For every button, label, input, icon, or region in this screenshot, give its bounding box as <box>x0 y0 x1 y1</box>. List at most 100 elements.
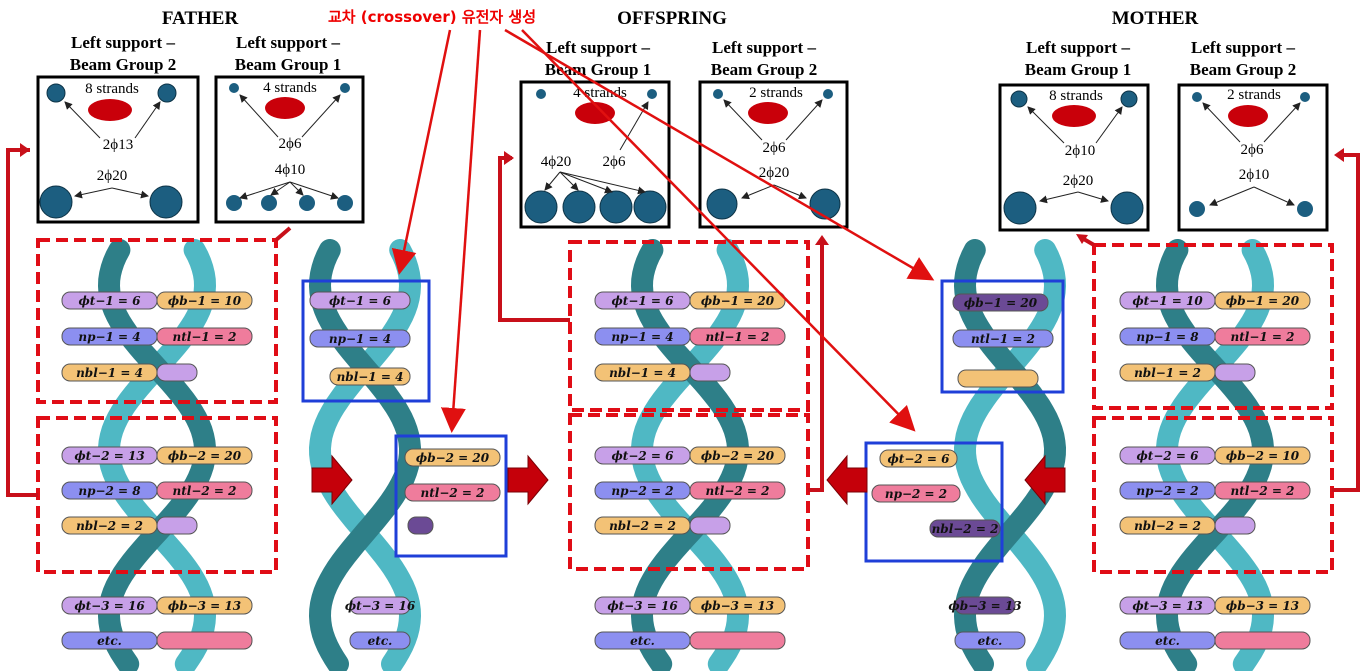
svg-text:Beam Group 2: Beam Group 2 <box>1190 60 1296 79</box>
gene-bar-label: etc. <box>978 634 1003 648</box>
gene-bar-label: ϕt−3 = 13 <box>1132 599 1202 613</box>
svg-text:8 strands: 8 strands <box>1049 88 1103 104</box>
helix-strand <box>308 239 422 671</box>
svg-text:Left support –: Left support – <box>71 33 175 52</box>
gene-bar-label: ϕt−2 = 6 <box>887 452 950 466</box>
gene-bar-label: ntl−1 = 2 <box>173 330 237 344</box>
svg-text:Beam Group 1: Beam Group 1 <box>1025 60 1131 79</box>
svg-text:Left support –: Left support – <box>1026 38 1130 57</box>
gene-bar <box>1214 327 1311 346</box>
gene-bar-label: ϕb−3 = 13 <box>1226 599 1299 613</box>
svg-text:Left support –: Left support – <box>1191 38 1295 57</box>
gene-bar-label: ϕb−2 = 20 <box>701 449 775 463</box>
gene-bar-label: np−1 = 4 <box>611 330 673 344</box>
gene-bar-label: ntl−1 = 2 <box>706 330 770 344</box>
gene-bar-label: ϕt−3 = 16 <box>607 599 678 613</box>
mother-heading: MOTHER <box>1112 8 1199 29</box>
gene-bar-label: ϕb−1 = 10 <box>168 294 242 308</box>
gene-bar <box>1214 596 1311 615</box>
svg-text:2ϕ20: 2ϕ20 <box>97 168 127 184</box>
gene-bar-label: ntl−2 = 2 <box>173 484 237 498</box>
svg-text:4 strands: 4 strands <box>263 80 317 96</box>
gene-bar-label: ntl−2 = 2 <box>1231 484 1295 498</box>
gene-bar <box>404 483 501 502</box>
section-mother-group2: 2 strands 2ϕ6 2ϕ10 <box>1177 83 1329 232</box>
gene-bar <box>156 291 253 310</box>
gene-bar-label: ϕt−1 = 10 <box>1132 294 1203 308</box>
gene-bar-label: ϕt−2 = 6 <box>611 449 674 463</box>
svg-text:2ϕ20: 2ϕ20 <box>1063 173 1093 189</box>
gene-bar-label: etc. <box>368 634 393 648</box>
gene-bar <box>929 519 1001 538</box>
gene-bar-label: ϕt−1 = 6 <box>329 294 392 308</box>
gene-bar-label: np−1 = 8 <box>1136 330 1199 344</box>
gene-bar-label: etc. <box>630 634 655 648</box>
group-headings: Left support – Beam Group 2 Left support… <box>70 33 1296 79</box>
svg-text:2ϕ6: 2ϕ6 <box>603 154 626 170</box>
gene-bar <box>689 481 786 500</box>
gene-bar-label: ϕt−3 = 16 <box>345 599 416 613</box>
gene-bar <box>689 291 786 310</box>
gene-bar-label: ntl−1 = 2 <box>1231 330 1295 344</box>
gene-bar-label: ϕb−2 = 20 <box>168 449 242 463</box>
helix-strand <box>953 239 1067 671</box>
gene-bar <box>1214 446 1311 465</box>
gene-bar-label: ϕt−3 = 16 <box>74 599 145 613</box>
crossover-pointer-arrows <box>391 28 935 433</box>
gene-bar <box>1214 631 1311 650</box>
gene-bar <box>407 516 434 535</box>
svg-text:Left support –: Left support – <box>712 38 816 57</box>
svg-text:4 strands: 4 strands <box>573 85 627 101</box>
gene-bar <box>689 631 786 650</box>
gene-bar <box>689 516 731 535</box>
gene-bar-label: np−1 = 4 <box>329 332 391 346</box>
gene-bar-label: etc. <box>97 634 122 648</box>
section-mother-group1: 8 strands 2ϕ10 2ϕ20 <box>998 83 1150 232</box>
transfer-arrows <box>311 454 1066 506</box>
gene-bar-label: ϕt−1 = 6 <box>611 294 674 308</box>
gene-bar <box>309 329 411 348</box>
gene-bar-label: np−2 = 2 <box>1136 484 1198 498</box>
gene-bar-label: nbl−2 = 2 <box>1134 519 1201 533</box>
red-connectors <box>6 143 1360 497</box>
gene-bar-label: nbl−1 = 2 <box>1134 366 1201 380</box>
gene-bar-label: np−2 = 2 <box>885 487 947 501</box>
dna-helices: ϕt−1 = 6 ϕb−1 = 10 np−1 = 4 ntl−1 = 2 nbl−1 … <box>61 239 1311 671</box>
gene-bar <box>689 363 731 382</box>
gene-bar <box>404 448 501 467</box>
gene-bar-label: ϕb−2 = 10 <box>1226 449 1300 463</box>
gene-bar <box>1214 291 1311 310</box>
gene-bar-label: etc. <box>1155 634 1180 648</box>
svg-text:Left support –: Left support – <box>236 33 340 52</box>
gene-bar <box>1214 481 1311 500</box>
gene-bar-label: nbl−1 = 4 <box>609 366 676 380</box>
gene-bar <box>156 481 253 500</box>
gene-bar-label: nbl−2 = 2 <box>76 519 143 533</box>
helix-strand <box>953 239 1067 671</box>
gene-bar <box>349 631 411 650</box>
gene-bar-label: np−2 = 8 <box>78 484 141 498</box>
gene-bar-label: ϕb−2 = 20 <box>416 451 490 465</box>
gene-bar <box>156 363 198 382</box>
svg-text:Beam Group 1: Beam Group 1 <box>545 60 651 79</box>
gene-bar <box>952 329 1054 348</box>
svg-text:2ϕ6: 2ϕ6 <box>279 136 302 152</box>
gene-bar <box>957 369 1039 388</box>
svg-text:2ϕ6: 2ϕ6 <box>763 140 786 156</box>
gene-bar <box>689 446 786 465</box>
gene-bar <box>156 446 253 465</box>
gene-bar <box>329 367 411 386</box>
gene-bar-label: ntl−1 = 2 <box>971 332 1035 346</box>
svg-text:4ϕ20: 4ϕ20 <box>541 154 571 170</box>
svg-text:4ϕ10: 4ϕ10 <box>275 162 305 178</box>
gene-bar-label: np−2 = 2 <box>611 484 673 498</box>
gene-bar <box>1214 363 1256 382</box>
svg-text:8 strands: 8 strands <box>85 81 139 97</box>
gene-bar-label: ϕb−3 = 13 <box>948 599 1021 613</box>
gene-bar-label: ϕb−1 = 20 <box>964 296 1038 310</box>
